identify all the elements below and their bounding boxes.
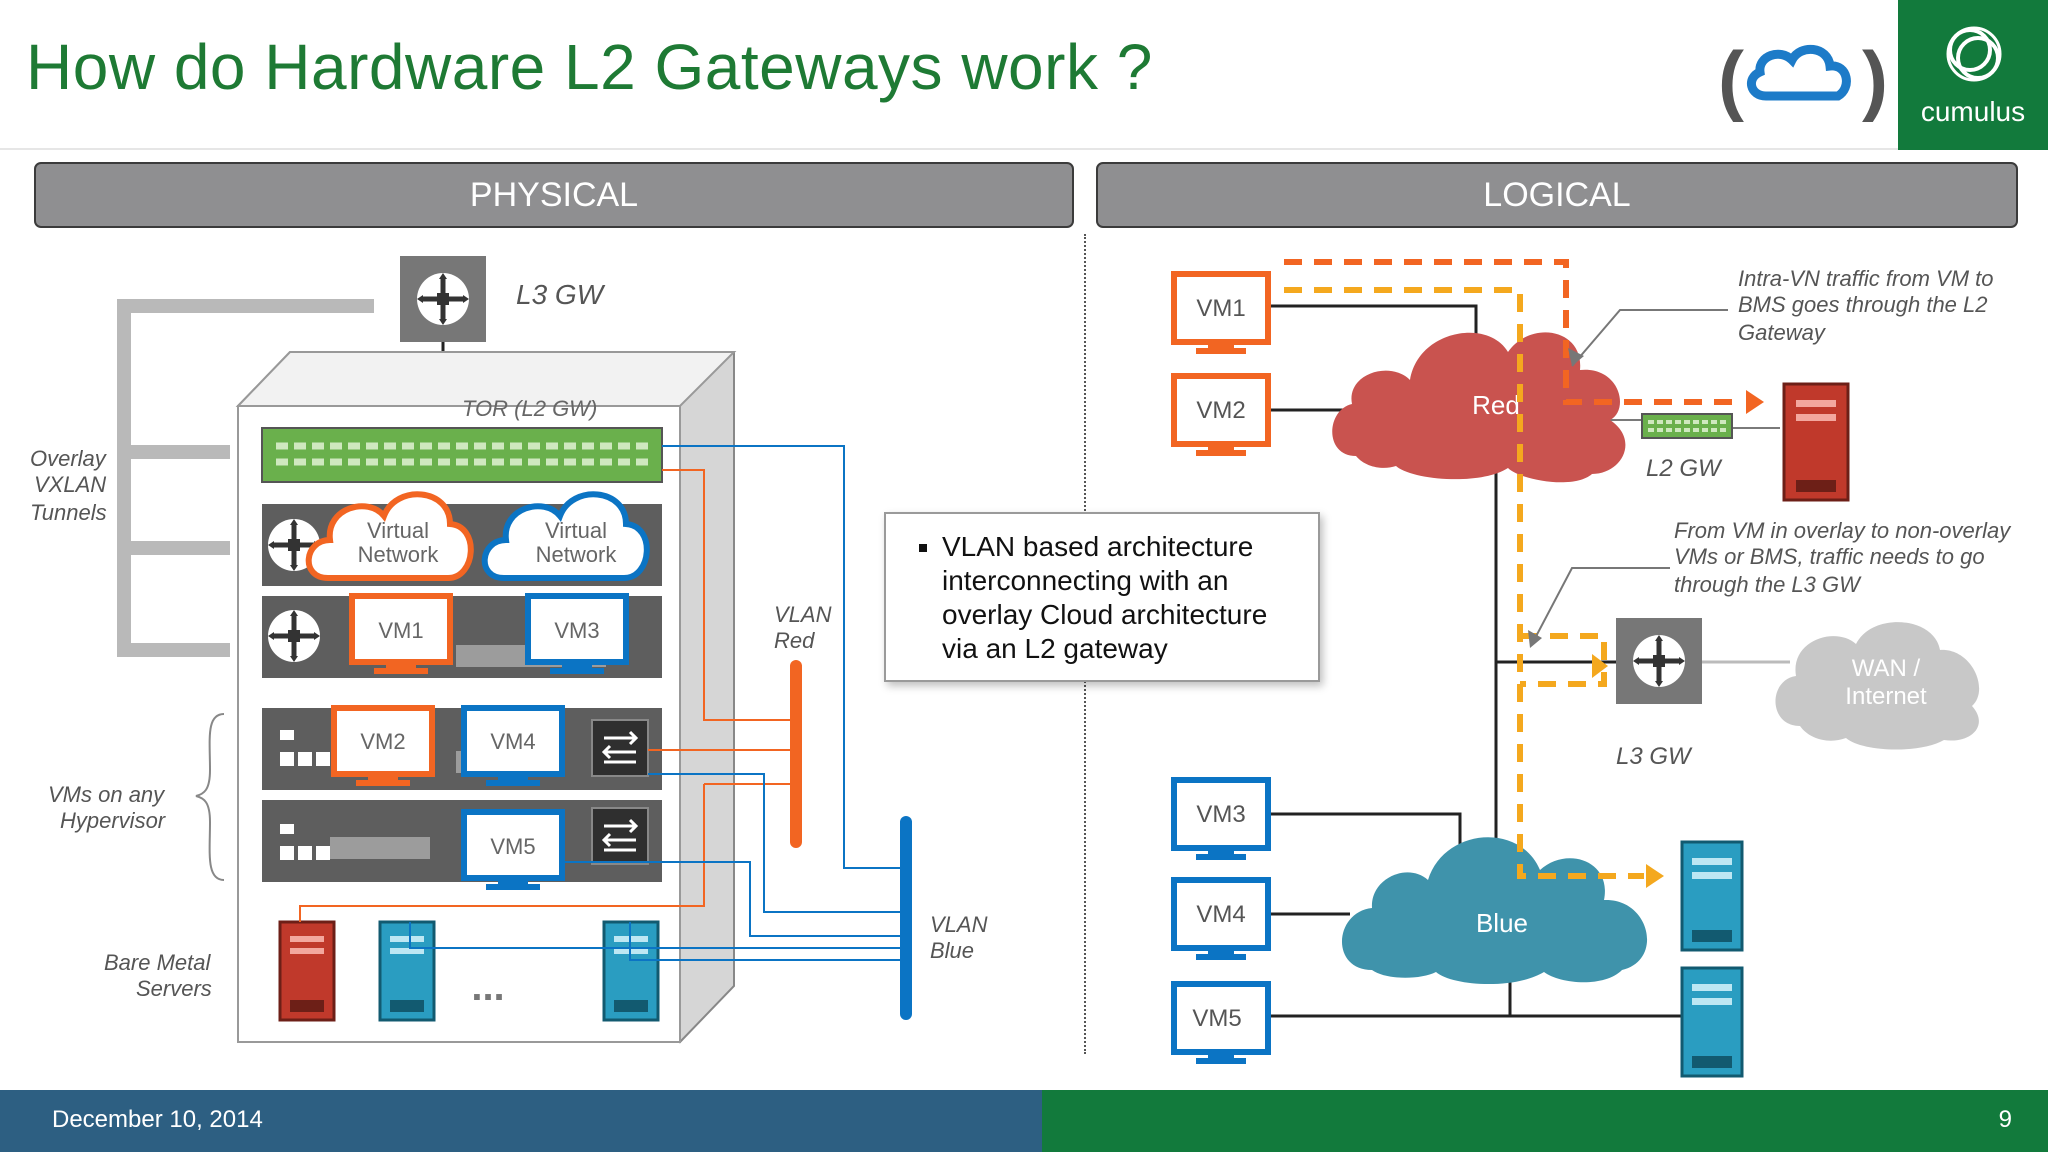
server-icon — [278, 920, 336, 1022]
overlay-label-3: Tunnels — [30, 500, 107, 525]
footer-date: December 10, 2014 — [52, 1106, 263, 1133]
log-vm2-label: VM2 — [1196, 397, 1245, 424]
vlan-blue-cables — [409, 445, 904, 961]
physical-header: PHYSICAL — [34, 162, 1074, 228]
vlan-red-label-1: VLAN — [774, 602, 832, 627]
tor-label: TOR (L2 GW) — [462, 396, 597, 421]
yellow-dashed-path — [1284, 287, 1644, 879]
note1-line1: Intra-VN traffic from VM to — [1738, 266, 1994, 291]
server-icon — [1680, 966, 1744, 1078]
overlay-label-2: VXLAN — [34, 472, 106, 497]
note1-line3: Gateway — [1738, 320, 1827, 345]
svg-text:): ) — [1862, 35, 1888, 123]
overlay-label-1: Overlay — [30, 446, 108, 471]
bullet-text: VLAN based architecture interconnecting … — [942, 530, 1302, 666]
log-vm3-label: VM3 — [1196, 801, 1245, 828]
router-icon — [1633, 635, 1685, 687]
wan-label-1: WAN / — [1852, 655, 1921, 682]
brand-name: cumulus — [1920, 96, 2026, 127]
phys-vm2-monitor — [331, 705, 435, 786]
red-cloud-label: Red — [1472, 390, 1520, 420]
phys-vm1-label: VM1 — [378, 618, 423, 643]
wan-label-2: Internet — [1845, 683, 1927, 710]
overlay-bracket — [117, 299, 374, 657]
phys-vm4-label: VM4 — [490, 729, 535, 754]
vlan-red-label-2: Red — [774, 628, 815, 653]
vms-label-1: VMs on any — [48, 782, 166, 807]
virtual-network-orange — [305, 491, 474, 581]
server-icon — [1680, 840, 1744, 952]
log-vm4-label: VM4 — [1196, 901, 1245, 928]
svg-text:(: ( — [1718, 35, 1744, 123]
router-icon — [268, 610, 320, 662]
footer-right — [1042, 1090, 2048, 1152]
phys-vm5-label: VM5 — [490, 834, 535, 859]
phys-vm3-label: VM3 — [554, 618, 599, 643]
l2gw-label: L2 GW — [1646, 455, 1723, 482]
blue-cloud-label: Blue — [1476, 908, 1528, 938]
vn2-label-1: Virtual — [545, 518, 607, 543]
vn1-label-2: Network — [358, 542, 440, 567]
red-cloud — [1332, 332, 1626, 483]
vn2-label-2: Network — [536, 542, 618, 567]
bms-ellipsis: ... — [471, 965, 504, 1009]
log-vm4-monitor — [1171, 877, 1271, 960]
log-vm2-monitor — [1171, 373, 1271, 456]
vn1-label-1: Virtual — [367, 518, 429, 543]
brand-box: cumulus — [1898, 0, 2048, 150]
page-number: 9 — [1998, 1106, 2012, 1133]
switch-icon — [590, 806, 650, 866]
slide-title: How do Hardware L2 Gateways work ? — [26, 31, 1153, 103]
logical-l3gw-label: L3 GW — [1616, 743, 1693, 770]
tor-switch — [261, 427, 663, 483]
phys-vm2-label: VM2 — [360, 729, 405, 754]
server-icon — [1782, 382, 1850, 502]
wan-cloud — [1775, 622, 1980, 750]
log-vm1-monitor — [1171, 271, 1271, 354]
phys-vm5-monitor — [461, 809, 565, 890]
bms-label-2: Servers — [136, 976, 212, 1001]
virtual-network-blue — [481, 491, 650, 581]
footer-left — [0, 1090, 1042, 1152]
phys-vm1-monitor — [349, 593, 453, 674]
cumulus-logo-icon — [1946, 26, 2002, 82]
note2-line1: From VM in overlay to non-overlay — [1674, 518, 2012, 543]
log-vm5-label: VM5 — [1192, 1005, 1241, 1032]
vlan-blue-label-1: VLAN — [930, 912, 988, 937]
note1-line2: BMS goes through the L2 — [1738, 292, 1988, 317]
vlan-red-cables — [299, 469, 796, 922]
phys-vm3-monitor — [525, 593, 629, 674]
phys-vm4-monitor — [461, 705, 565, 786]
log-vm1-label: VM1 — [1196, 295, 1245, 322]
l3gw-label: L3 GW — [516, 279, 606, 310]
router-icon — [417, 273, 469, 325]
l2gw-switch — [1641, 413, 1733, 439]
switch-icon — [590, 718, 650, 778]
orange-dashed-path — [1284, 259, 1744, 405]
server-icon — [378, 920, 436, 1022]
bms-label-1: Bare Metal — [104, 950, 211, 975]
bullet-box: VLAN based architecture interconnecting … — [884, 512, 1320, 682]
logical-header: LOGICAL — [1096, 162, 2018, 228]
log-vm3-monitor — [1171, 777, 1271, 860]
vms-label-2: Hypervisor — [60, 808, 167, 833]
cloud-logo-icon: ( ) — [1718, 35, 1888, 123]
vlan-blue-label-2: Blue — [930, 938, 974, 963]
title-rule — [0, 148, 1898, 150]
log-vm5-monitor — [1171, 981, 1271, 1064]
note2-line2: VMs or BMS, traffic needs to go — [1674, 544, 1985, 569]
note2-line3: through the L3 GW — [1674, 572, 1862, 597]
